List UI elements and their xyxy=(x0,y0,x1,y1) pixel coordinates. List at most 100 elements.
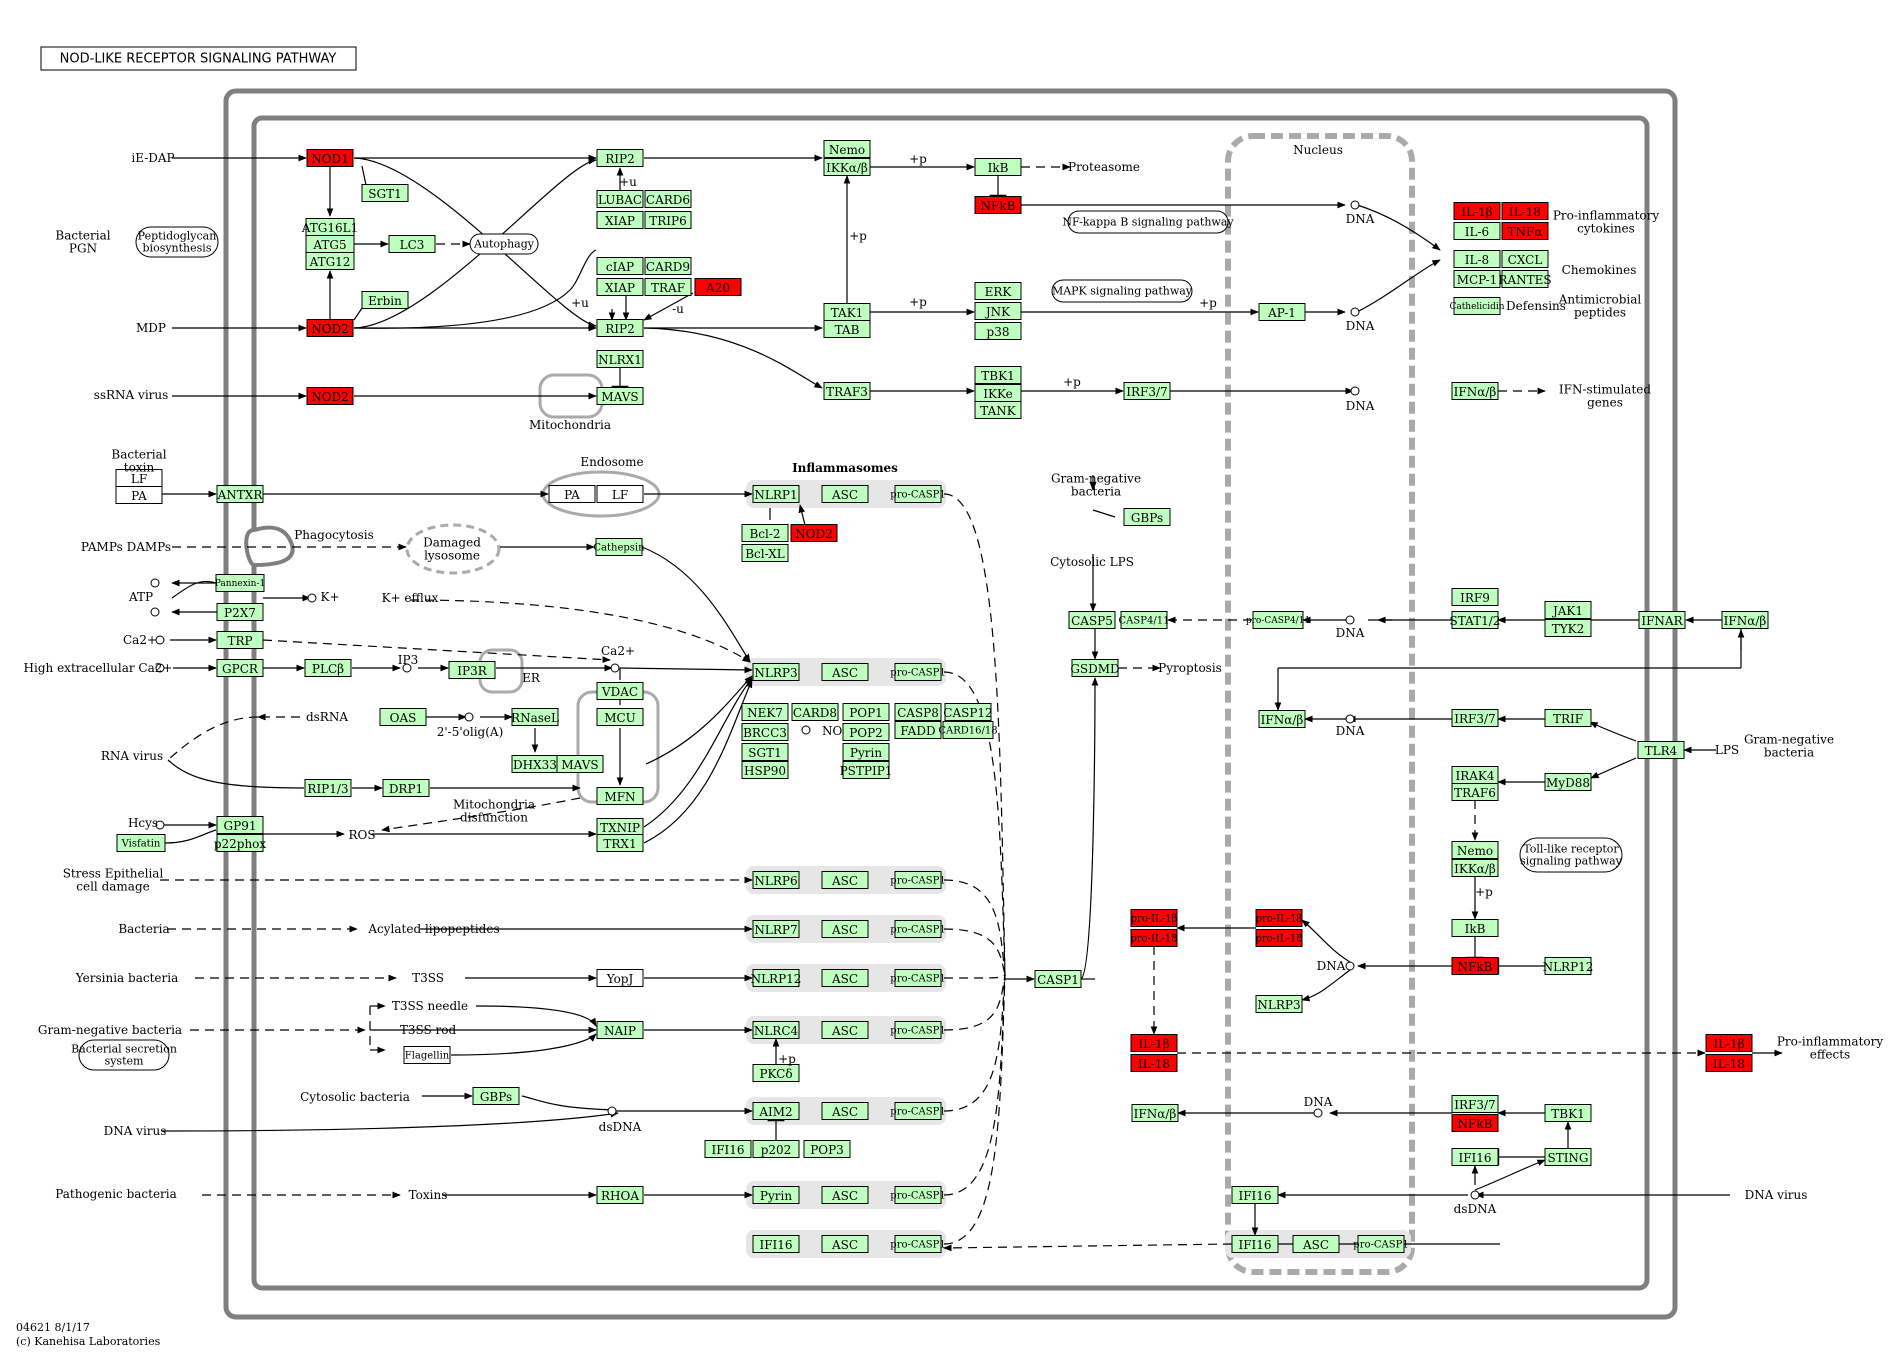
gene-nlrp7[interactable]: NLRP7 xyxy=(752,920,800,938)
gene-nfkbc[interactable]: NFkB xyxy=(1451,1114,1499,1132)
gene-nlrp3a[interactable]: NLRP3 xyxy=(752,663,800,681)
gene-tab[interactable]: TAB xyxy=(823,320,871,338)
gene-card1618[interactable]: CARD16/18 xyxy=(938,721,998,739)
gene-a20[interactable]: A20 xyxy=(694,278,742,296)
gene-gpcr[interactable]: GPCR xyxy=(216,659,264,677)
gene-irf37a[interactable]: IRF3/7 xyxy=(1123,382,1171,400)
gene-il6[interactable]: IL-6 xyxy=(1453,222,1501,240)
gene-il18b[interactable]: IL-18 xyxy=(1130,1054,1178,1072)
gene-casp1[interactable]: CASP1 xyxy=(1034,970,1082,988)
gene-nlrc4[interactable]: NLRC4 xyxy=(752,1021,800,1039)
gene-nod1[interactable]: NOD1 xyxy=(306,149,354,167)
gene-mcu[interactable]: MCU xyxy=(596,708,644,726)
gene-brcc3[interactable]: BRCC3 xyxy=(741,723,789,741)
gene-il1bc[interactable]: IL-1β xyxy=(1705,1034,1753,1052)
gene-gbpsa[interactable]: GBPs xyxy=(472,1087,520,1105)
gene-ifi16d[interactable]: IFI16 xyxy=(1231,1186,1279,1204)
gene-hsp90[interactable]: HSP90 xyxy=(741,761,789,779)
gene-procasp1f[interactable]: pro-CASP1 xyxy=(890,1021,946,1039)
gene-mcp1[interactable]: MCP-1 xyxy=(1453,270,1501,288)
gene-procasp1i[interactable]: pro-CASP1 xyxy=(890,1235,946,1253)
gene-procasp1h[interactable]: pro-CASP1 xyxy=(890,1186,946,1204)
gene-pstpip1[interactable]: PSTPIP1 xyxy=(840,761,893,779)
gene-atg12[interactable]: ATG12 xyxy=(305,252,355,270)
gene-procasp411[interactable]: pro-CASP4/11 xyxy=(1246,611,1310,629)
map-nfkbpath[interactable]: NF-kappa B signaling pathway xyxy=(1062,210,1234,234)
gene-ikkab2[interactable]: IKKα/β xyxy=(1451,859,1499,877)
gene-rip2b[interactable]: RIP2 xyxy=(596,319,644,337)
gene-nlrp6[interactable]: NLRP6 xyxy=(752,871,800,889)
gene-trp[interactable]: TRP xyxy=(216,631,264,649)
gene-traf6[interactable]: TRAF6 xyxy=(1451,783,1499,801)
gene-proil18b[interactable]: pro-IL-18 xyxy=(1255,929,1303,947)
gene-rnasel[interactable]: RNaseL xyxy=(511,708,559,726)
gene-tbk1b[interactable]: TBK1 xyxy=(1544,1104,1592,1122)
gene-nlrp3b[interactable]: NLRP3 xyxy=(1255,995,1303,1013)
gene-il8[interactable]: IL-8 xyxy=(1453,250,1501,268)
map-mapkpath[interactable]: MAPK signaling pathway xyxy=(1051,279,1193,303)
gene-sgt1a[interactable]: SGT1 xyxy=(361,184,409,202)
gene-gp91[interactable]: GP91 xyxy=(216,816,264,834)
gene-sgt1b[interactable]: SGT1 xyxy=(741,743,789,761)
gene-tbk1a[interactable]: TBK1 xyxy=(974,366,1022,384)
gene-nlrp12a[interactable]: NLRP12 xyxy=(751,969,802,987)
gene-pyrina[interactable]: Pyrin xyxy=(842,743,890,761)
gene-gsdmd[interactable]: GSDMD xyxy=(1070,659,1120,677)
gene-drp1[interactable]: DRP1 xyxy=(382,779,430,797)
gene-asc10[interactable]: ASC xyxy=(1292,1235,1340,1253)
gene-asc1[interactable]: ASC xyxy=(821,485,869,503)
gene-p202[interactable]: p202 xyxy=(752,1140,800,1158)
gene-ikba[interactable]: IkB xyxy=(974,158,1022,176)
gene-flagellin[interactable]: Flagellin xyxy=(403,1046,451,1064)
gene-pa[interactable]: PA xyxy=(548,485,596,503)
gene-mavsa[interactable]: MAVS xyxy=(596,387,644,405)
gene-traf3[interactable]: TRAF3 xyxy=(823,382,871,400)
gene-traf[interactable]: TRAF xyxy=(644,278,692,296)
gene-asc2[interactable]: ASC xyxy=(821,663,869,681)
gene-ikke[interactable]: IKKe xyxy=(974,384,1022,402)
gene-nod2c[interactable]: NOD2 xyxy=(790,524,838,542)
gene-lubac[interactable]: LUBAC xyxy=(596,190,644,208)
gene-procasp1d[interactable]: pro-CASP1 xyxy=(890,920,946,938)
gene-pyrinb[interactable]: Pyrin xyxy=(752,1186,800,1204)
gene-il18a[interactable]: IL-18 xyxy=(1501,202,1549,220)
gene-tak1[interactable]: TAK1 xyxy=(823,303,871,321)
gene-procasp1j[interactable]: pro-CASP1 xyxy=(1353,1235,1409,1253)
gene-naip[interactable]: NAIP xyxy=(596,1021,644,1039)
gene-txnip[interactable]: TXNIP xyxy=(596,818,644,836)
gene-trif[interactable]: TRIF xyxy=(1544,709,1592,727)
gene-sting[interactable]: STING xyxy=(1544,1148,1592,1166)
gene-bclxl[interactable]: Bcl-XL xyxy=(741,544,789,562)
gene-visfatin[interactable]: Visfatin xyxy=(116,834,166,852)
gene-rip2a[interactable]: RIP2 xyxy=(596,149,644,167)
gene-aim2[interactable]: AIM2 xyxy=(752,1102,800,1120)
gene-card9[interactable]: CARD9 xyxy=(644,257,692,275)
gene-nemob[interactable]: Nemo xyxy=(1451,841,1499,859)
gene-casp5[interactable]: CASP5 xyxy=(1068,611,1116,629)
gene-vdac[interactable]: VDAC xyxy=(596,682,644,700)
gene-lc3[interactable]: LC3 xyxy=(388,235,436,253)
gene-plcb[interactable]: PLCβ xyxy=(304,659,352,677)
gene-fadd[interactable]: FADD xyxy=(894,721,942,739)
gene-cathepsin[interactable]: Cathepsin xyxy=(593,538,645,556)
gene-card8[interactable]: CARD8 xyxy=(791,703,839,721)
gene-nek7[interactable]: NEK7 xyxy=(741,703,789,721)
gene-proil1ba[interactable]: pro-IL-1β xyxy=(1130,909,1178,927)
gene-cathelicidin[interactable]: Cathelicidin xyxy=(1449,297,1505,315)
gene-p2x7[interactable]: P2X7 xyxy=(216,603,264,621)
gene-nemoa[interactable]: Nemo xyxy=(823,140,871,158)
gene-ifnar[interactable]: IFNAR xyxy=(1638,611,1686,629)
gene-asc8[interactable]: ASC xyxy=(821,1186,869,1204)
gene-erk[interactable]: ERK xyxy=(974,282,1022,300)
gene-gbpsb[interactable]: GBPs xyxy=(1123,508,1171,526)
gene-tnfa[interactable]: TNFα xyxy=(1501,222,1549,240)
gene-myd88[interactable]: MyD88 xyxy=(1544,773,1592,791)
gene-ifnab2[interactable]: IFNα/β xyxy=(1721,611,1769,629)
gene-proil1bb[interactable]: pro-IL-1β xyxy=(1255,909,1303,927)
gene-nod2b[interactable]: NOD2 xyxy=(306,387,354,405)
gene-asc5[interactable]: ASC xyxy=(821,969,869,987)
gene-bcl2[interactable]: Bcl-2 xyxy=(741,524,789,542)
